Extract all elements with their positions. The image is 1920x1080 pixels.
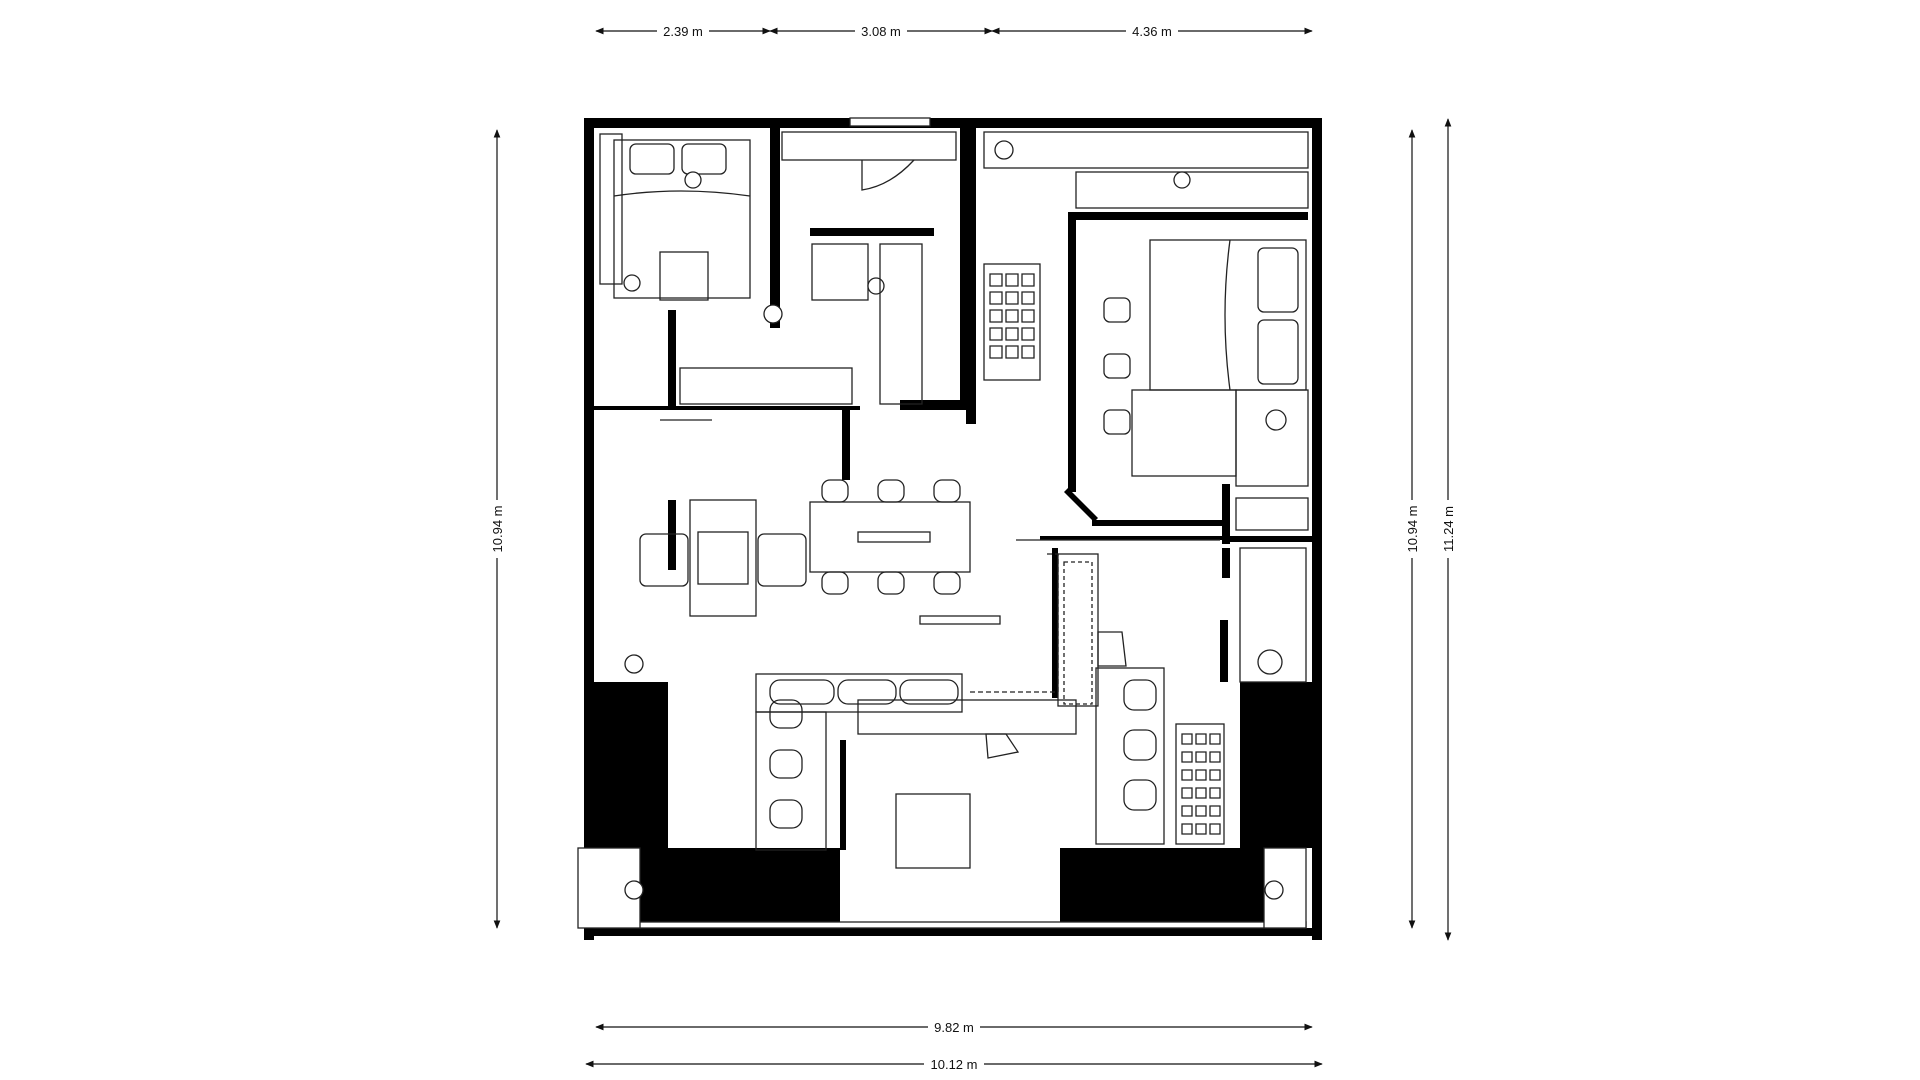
wall-master-bath-left — [1222, 484, 1230, 544]
wall-living-left-lower — [840, 740, 846, 850]
column-block-bottom-left — [640, 848, 840, 928]
wall-bath-right — [960, 128, 970, 408]
kitchen-zone — [970, 553, 1059, 693]
bath-vanity — [781, 131, 957, 161]
chair-icon — [1103, 409, 1131, 435]
lounge-table-inner — [697, 531, 749, 585]
column-icon — [763, 304, 783, 324]
wall-bedroom1-left-stub — [668, 310, 676, 410]
column-icon — [1264, 880, 1284, 900]
bedroom1-closet — [599, 133, 623, 285]
hall-storage — [1075, 171, 1309, 209]
radiator-icon — [1175, 723, 1225, 845]
toilet-icon — [1265, 409, 1287, 431]
window-bottom — [593, 921, 1307, 929]
kitchen-island-inner — [1063, 561, 1093, 705]
wall-corridor-top — [1040, 536, 1222, 540]
toilet-icon — [867, 277, 885, 295]
dim-label-bottom-outer: 10.12 m — [931, 1057, 978, 1072]
master-desk — [1131, 389, 1237, 477]
wall-corridor-right — [1052, 548, 1058, 698]
wall-bedroom1-right — [770, 128, 780, 328]
walls — [584, 118, 1322, 940]
sofa-icon — [755, 673, 963, 851]
kitchen-island — [1057, 553, 1099, 707]
master-wardrobe — [1235, 389, 1309, 487]
sofa-back-bar — [857, 699, 1077, 735]
bath-counter — [879, 243, 923, 405]
bed-icon — [1149, 239, 1307, 391]
sofa-icon — [1095, 667, 1165, 845]
window-top-bath — [849, 117, 931, 127]
bedroom1-bench — [659, 251, 709, 301]
wall-living-left-top — [668, 500, 676, 570]
lamp-icon — [684, 171, 702, 189]
outer-wall-bottom — [584, 928, 1322, 936]
dim-label-right-inner: 10.94 m — [1405, 506, 1420, 553]
column-block-right-lower — [1240, 682, 1312, 848]
dim-label-bottom-inner: 9.82 m — [934, 1020, 974, 1035]
tv-console — [919, 615, 1001, 625]
master-bath-vanity — [1235, 497, 1309, 531]
wall-left-rooms-bottom — [594, 406, 860, 410]
dim-label-left: 10.94 m — [490, 506, 505, 553]
outer-wall-right — [1312, 118, 1322, 940]
column-icon — [624, 880, 644, 900]
dining-table-icon — [809, 479, 971, 595]
radiator-icon — [983, 263, 1041, 381]
hall-wardrobe — [983, 131, 1309, 169]
wall-master-angled — [1064, 488, 1098, 522]
toilet-icon — [1257, 649, 1283, 675]
column-icon — [624, 654, 644, 674]
wall-master-bath-bottom — [1222, 536, 1312, 542]
lamp-icon — [623, 274, 641, 292]
wall-corridor-stub — [842, 410, 850, 480]
column-icon — [994, 140, 1014, 160]
furnishings — [577, 117, 1309, 929]
dim-label-top-3: 4.36 m — [1132, 24, 1172, 39]
column-block-left-lower — [594, 682, 668, 848]
wall-closet-right-inner — [1220, 620, 1228, 682]
lounge-table — [689, 499, 757, 617]
wall-master-bottom — [1092, 520, 1222, 526]
outer-wall-left — [584, 118, 594, 940]
coffee-table — [895, 793, 971, 869]
bed-icon — [613, 139, 751, 299]
column-icon — [1173, 171, 1191, 189]
wall-hall-bottom — [900, 400, 976, 410]
bath-door-swing — [861, 159, 915, 191]
dimension-labels: 2.39 m 3.08 m 4.36 m 9.82 m 10.12 m 10.9… — [488, 22, 1457, 1073]
chair-icon — [1097, 631, 1127, 667]
chair-icon — [1103, 353, 1131, 379]
dim-label-top-1: 2.39 m — [663, 24, 703, 39]
wall-master-left — [1068, 212, 1076, 492]
wall-bath-top — [810, 228, 934, 236]
column-block-bottom-right — [1060, 848, 1264, 928]
chair-icon — [985, 733, 1020, 759]
dim-label-top-2: 3.08 m — [861, 24, 901, 39]
wall-hall-left — [966, 128, 976, 424]
shower-icon — [1239, 547, 1307, 683]
chair-icon — [757, 533, 807, 587]
chair-icon — [639, 533, 689, 587]
wall-master-top — [1068, 212, 1308, 220]
wall-living-right-top — [1222, 548, 1230, 578]
chair-icon — [1103, 297, 1131, 323]
dim-label-right-outer: 11.24 m — [1441, 506, 1456, 552]
outer-wall-top — [584, 118, 1322, 128]
bedroom1-desk — [679, 367, 853, 405]
shower-icon — [811, 243, 869, 301]
